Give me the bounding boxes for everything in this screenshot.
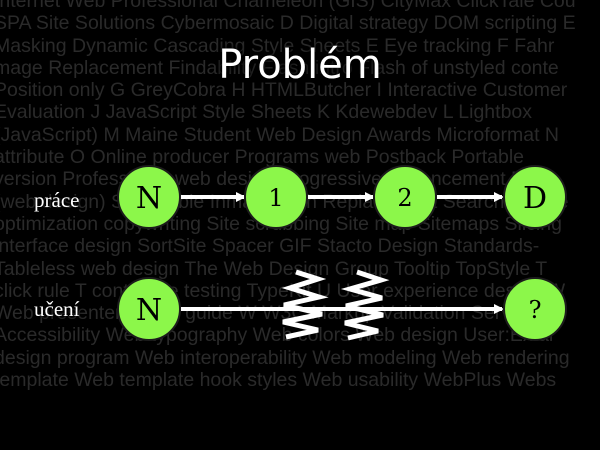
slide-title: Problém — [218, 42, 382, 88]
node-label: N — [136, 293, 162, 328]
node-learning-unknown: ? — [503, 277, 567, 341]
background-text-line: Tableless web design The Web Design Grou… — [0, 257, 548, 280]
node-label: D — [523, 181, 547, 216]
background-text-line: (JavaScript) M Maine Student Web Design … — [0, 123, 559, 146]
background-text-line: Position only G GreyCobra H HTMLButcher … — [0, 79, 568, 102]
background-text-line: design program Web interoperability Web … — [0, 346, 570, 369]
node-label: 1 — [268, 184, 283, 212]
node-label: ? — [529, 296, 542, 324]
background-text-line: Evaluation J JavaScript Style Sheets K K… — [0, 101, 533, 124]
node-label: 2 — [397, 184, 412, 212]
background-text-line: Internet Web Professional Chameleon (GIS… — [0, 0, 576, 12]
node-label: N — [136, 181, 162, 216]
background-text-line: interface design SortSite Spacer GIF Sta… — [0, 235, 540, 258]
row-label-work: práce — [34, 188, 80, 212]
background-text-line: SPA Site Solutions Cybermosaic D Digital… — [0, 12, 576, 35]
node-work-2: 2 — [373, 165, 437, 229]
node-work-d: D — [503, 165, 567, 229]
node-work-n: N — [117, 165, 181, 229]
zigzag-break-icon — [340, 269, 390, 341]
row-label-learning: učení — [34, 297, 80, 321]
background-text-line: mage Replacement Findability Flash intro… — [0, 56, 559, 79]
background-text-line: Masking Dynamic Cascading Style Sheets E… — [0, 34, 555, 57]
background-text-line: attribute O Online producer Programs web… — [0, 146, 525, 169]
background-text-line: template Web template hook styles Web us… — [0, 369, 557, 392]
node-learning-n: N — [117, 277, 181, 341]
zigzag-break-icon — [281, 269, 329, 340]
node-work-1: 1 — [244, 165, 308, 229]
